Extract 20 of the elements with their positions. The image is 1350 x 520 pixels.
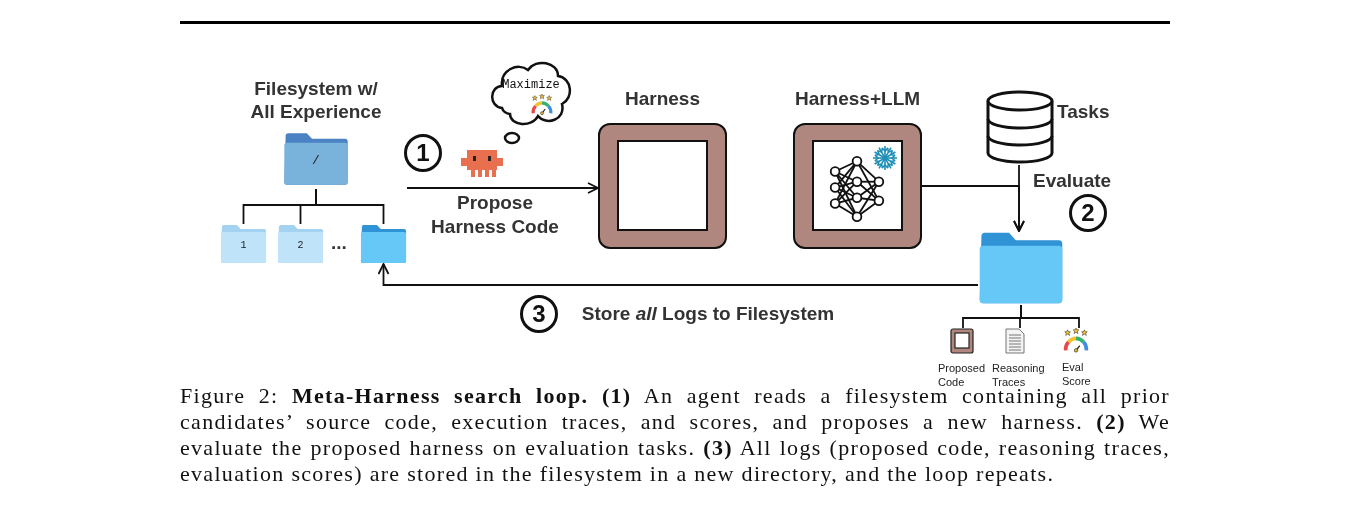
step-number: 2 bbox=[1069, 194, 1107, 232]
arrow bbox=[406, 182, 599, 194]
folder-label: 2 bbox=[296, 240, 305, 251]
cylinder-label: Tasks bbox=[1057, 101, 1110, 124]
text-label: Evaluate bbox=[1033, 170, 1112, 192]
text-label: ... bbox=[331, 232, 347, 254]
folder-title: Filesystem w/ All Experience bbox=[249, 78, 383, 124]
step-number: 1 bbox=[404, 134, 442, 172]
box-title: Harness bbox=[625, 88, 700, 111]
folder-label: 1 bbox=[239, 240, 248, 251]
item-label: Eval Score bbox=[1062, 361, 1092, 389]
item-label: Reasoning Traces bbox=[992, 362, 1046, 389]
folder-label: / bbox=[311, 153, 321, 169]
connector-line bbox=[315, 188, 385, 225]
step-number: 3 bbox=[520, 295, 558, 333]
connector-line bbox=[1020, 304, 1080, 329]
bubble-text: Maximize bbox=[501, 78, 561, 92]
arrow bbox=[377, 263, 979, 286]
arrow bbox=[1013, 164, 1025, 232]
box-title: Harness+LLM bbox=[794, 88, 921, 111]
